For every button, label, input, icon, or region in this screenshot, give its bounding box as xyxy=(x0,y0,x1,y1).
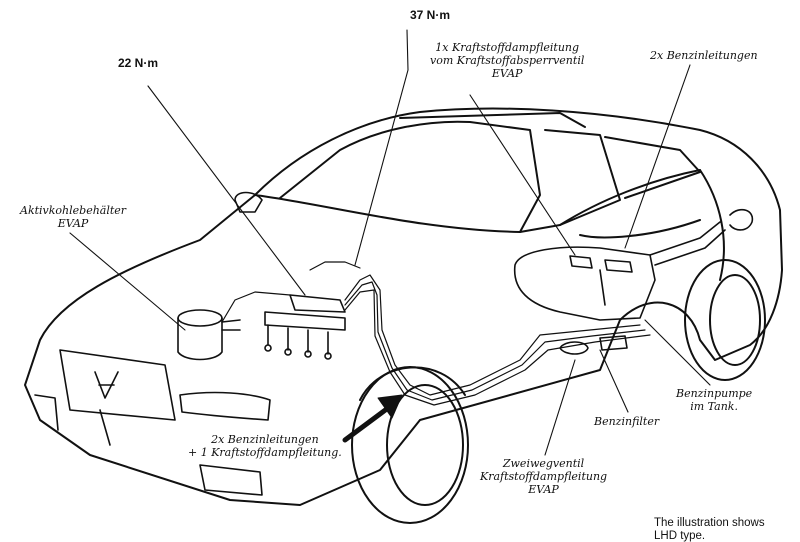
charcoal-canister-line-2: EVAP xyxy=(57,216,89,230)
torque-label-22: 22 N·m xyxy=(118,56,159,70)
fuel-pump-label: Benzinpumpe im Tank. xyxy=(676,387,753,414)
car-outline xyxy=(24,107,783,506)
torque-label-37: 37 N·m xyxy=(410,8,451,22)
front-wheel xyxy=(351,366,469,524)
fuel-pump-line-1: Benzinpumpe xyxy=(676,387,753,400)
two-way-valve-line-3: EVAP xyxy=(528,482,559,496)
fuel-lines-rear-label: 2x Benzinleitungen xyxy=(650,49,758,62)
lhd-note-line-2: LHD type. xyxy=(654,529,706,542)
two-way-valve-line-1: Zweiwegventil xyxy=(502,457,585,470)
evap-vapor-line-1: 1x Kraftstoffdampfleitung xyxy=(435,41,580,54)
pointer-arrow xyxy=(342,394,403,443)
fuel-filter xyxy=(559,335,628,355)
lhd-note-line-1: The illustration shows xyxy=(654,517,765,529)
charcoal-canister xyxy=(177,309,241,361)
two-way-valve-line-2: Kraftstoffdampfleitung xyxy=(480,469,608,483)
leader-lines xyxy=(69,29,711,456)
evap-vapor-line-label: 1x Kraftstoffdampfleitung vom Kraftstoff… xyxy=(430,41,585,81)
fuel-lines xyxy=(221,261,651,406)
evap-vapor-line-2: vom Kraftstoffabsperrventil xyxy=(430,53,585,67)
fuel-tank xyxy=(513,246,656,321)
grille xyxy=(34,349,271,496)
fuel-lines-front-line-1: 2x Benzinleitungen xyxy=(211,433,319,446)
filler-neck xyxy=(649,208,754,266)
side-mirror xyxy=(234,191,263,213)
fuel-rail xyxy=(264,294,346,360)
evap-vapor-line-3: EVAP xyxy=(491,66,523,80)
fuel-filter-label: Benzinfilter xyxy=(594,415,660,428)
rear-wheel xyxy=(684,259,766,381)
charcoal-canister-label: Aktivkohlebehälter EVAP xyxy=(20,204,127,231)
fuel-pump-line-2: im Tank. xyxy=(690,399,738,413)
fuel-lines-front-label: 2x Benzinleitungen + 1 Kraftstoffdampfle… xyxy=(188,433,342,460)
two-way-valve-label: Zweiwegventil Kraftstoffdampfleitung EVA… xyxy=(480,457,608,497)
charcoal-canister-line-1: Aktivkohlebehälter xyxy=(20,204,127,217)
fuel-lines-front-line-2: + 1 Kraftstoffdampfleitung. xyxy=(188,445,342,459)
lhd-note: The illustration shows LHD type. xyxy=(654,517,765,542)
